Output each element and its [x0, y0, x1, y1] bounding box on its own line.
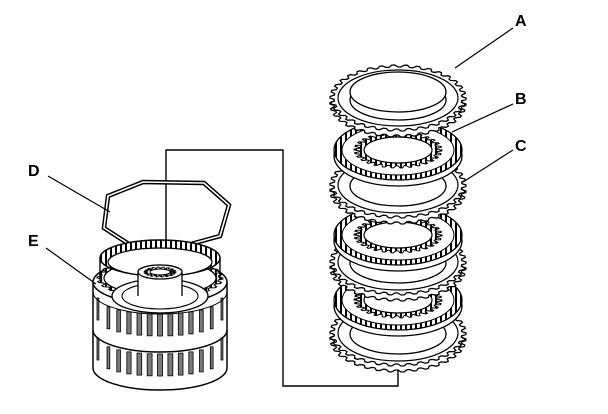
assembly-bracket-line	[165, 149, 399, 387]
callout-label-d: D	[28, 163, 40, 180]
drum-band	[92, 329, 228, 353]
leader-line-b	[451, 103, 514, 133]
clutch-pack-stack	[329, 64, 467, 373]
leader-line-a	[454, 27, 514, 69]
leader-line-d	[47, 175, 111, 213]
o-ring-d	[101, 179, 232, 250]
friction-disc	[333, 119, 463, 187]
leader-line-e	[45, 247, 97, 285]
leader-lines	[45, 27, 514, 285]
callout-label-e: E	[28, 233, 39, 250]
drum-slots	[96, 297, 224, 377]
callout-label-c: C	[515, 138, 527, 155]
steel-plate	[329, 64, 467, 138]
clutch-drum-e	[92, 239, 228, 391]
friction-disc	[333, 204, 463, 272]
leader-line-c	[462, 149, 514, 183]
callout-label-b: B	[515, 91, 527, 108]
callout-label-a: A	[515, 13, 527, 30]
